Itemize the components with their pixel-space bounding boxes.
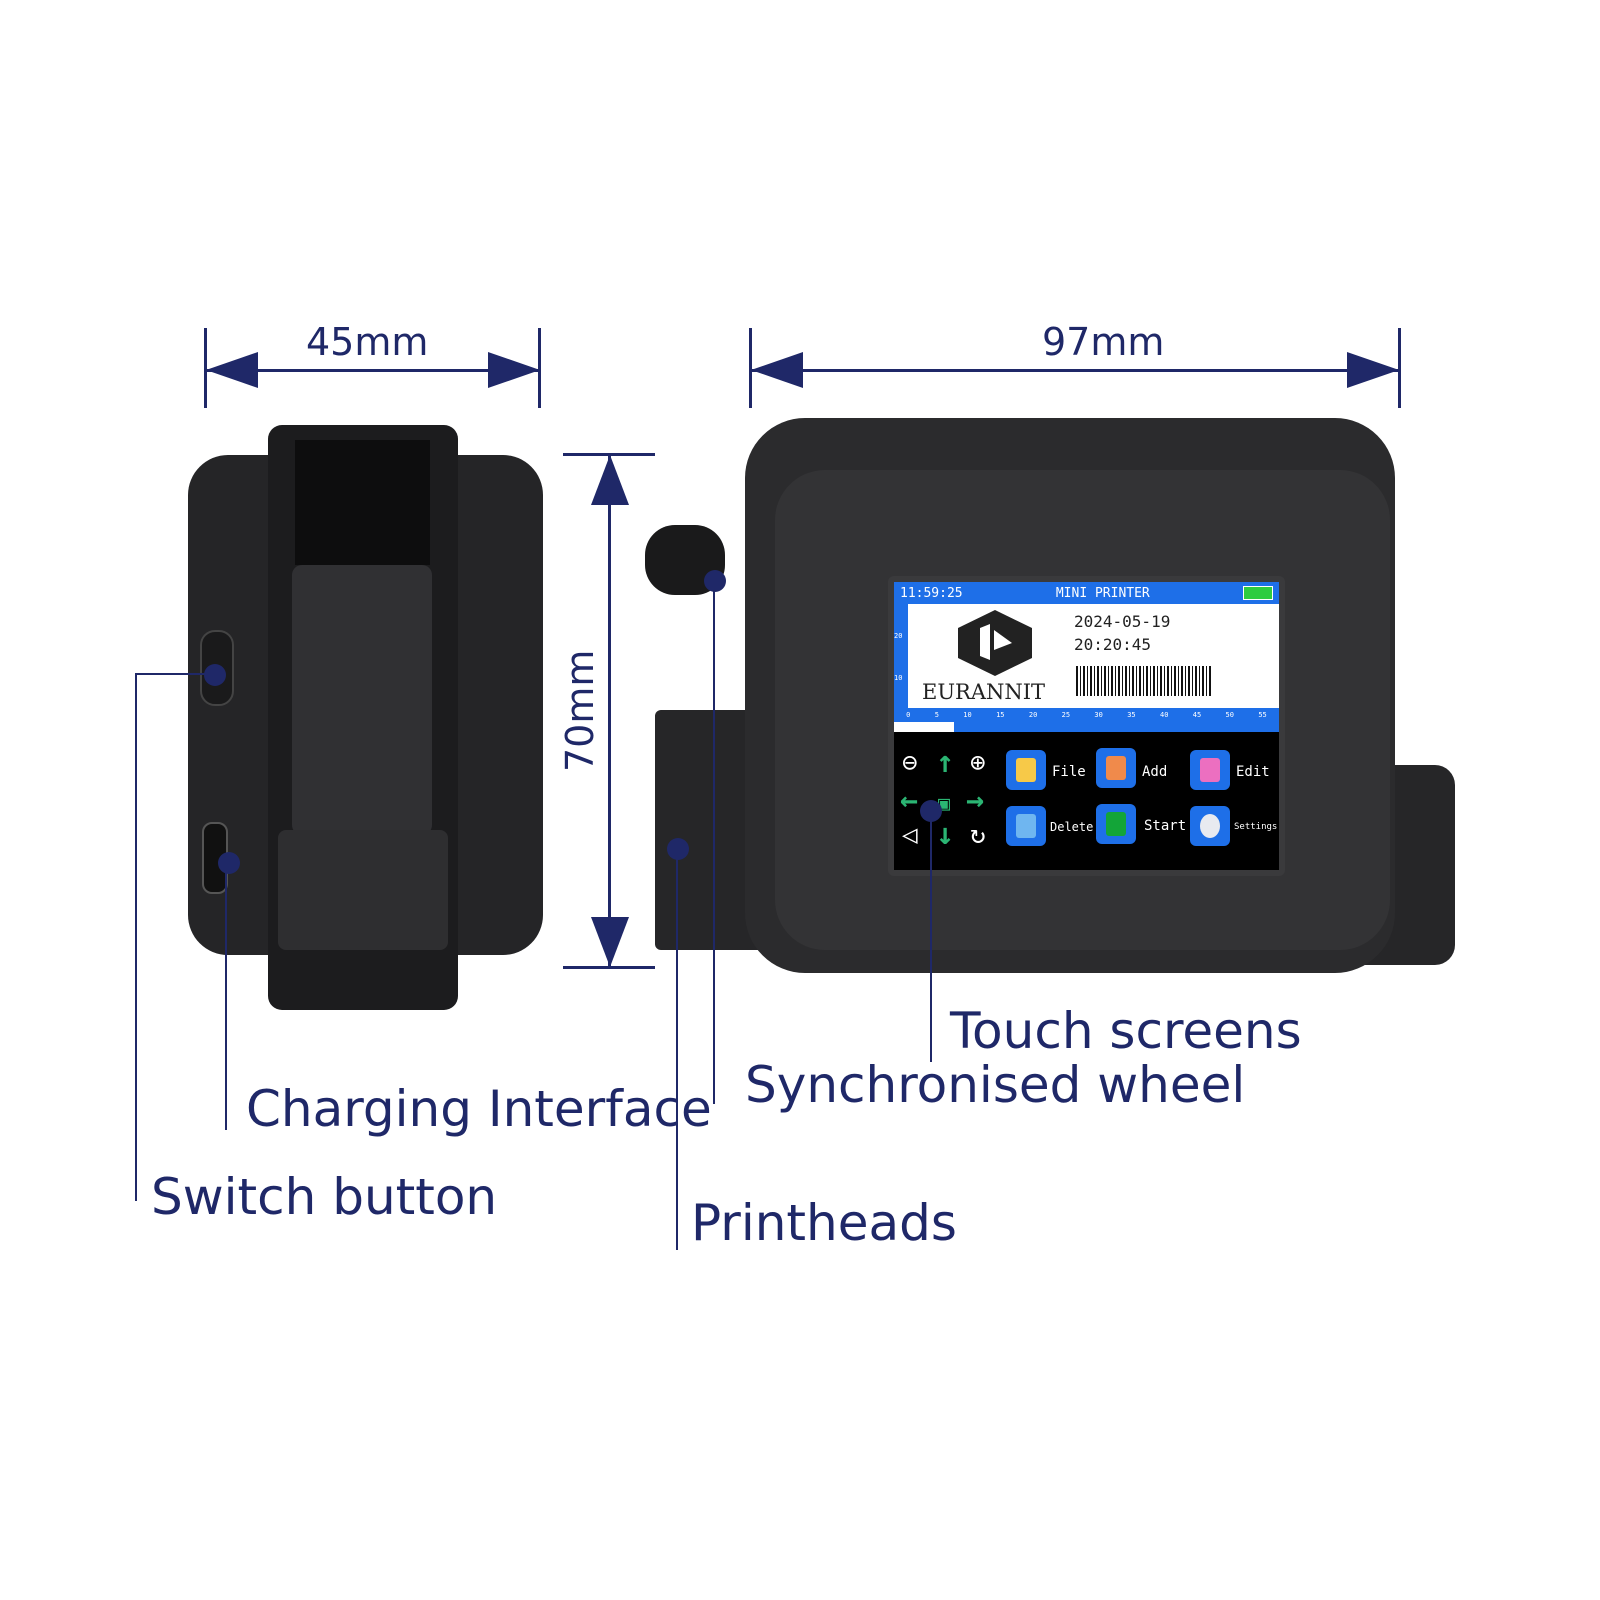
dim-arrowheads xyxy=(751,352,1399,388)
file-label: File xyxy=(1052,764,1086,780)
arrow-down-icon[interactable]: ↓ xyxy=(936,817,955,852)
ruler-tick: 10 xyxy=(894,674,903,682)
callout-printheads: Printheads xyxy=(691,1194,957,1252)
dim-tick-top xyxy=(563,453,655,456)
ruler-tick: 20 xyxy=(1028,711,1038,719)
horizontal-ruler: 0 5 10 15 20 25 30 35 40 45 50 55 xyxy=(894,708,1279,722)
edit-button[interactable] xyxy=(1190,750,1230,790)
dim-label-97: 97mm xyxy=(1042,320,1165,364)
ruler-tick: 40 xyxy=(1159,711,1169,719)
dim-arrowheads xyxy=(591,455,629,967)
dim-line xyxy=(608,455,611,967)
file-icon xyxy=(1016,758,1036,782)
callout-switch-button: Switch button xyxy=(151,1168,498,1226)
arrow-left-icon[interactable]: ← xyxy=(900,783,919,818)
ruler-tick: 25 xyxy=(1061,711,1071,719)
callout-synchronised-wheel: Synchronised wheel xyxy=(745,1056,1246,1114)
ruler-tick: 50 xyxy=(1225,711,1234,719)
printheads-dot xyxy=(667,838,689,860)
add-label: Add xyxy=(1142,764,1168,780)
print-date: 2024-05-19 xyxy=(1074,612,1171,631)
print-time: 20:20:45 xyxy=(1074,635,1152,654)
arrow-up-icon[interactable]: ↑ xyxy=(936,745,955,780)
wheel-leader-line xyxy=(713,580,715,1104)
battery-icon xyxy=(1242,586,1273,600)
logo-icon xyxy=(958,610,1032,676)
edit-icon xyxy=(1200,758,1220,782)
dim-tick-left xyxy=(204,328,207,408)
start-icon xyxy=(1106,812,1126,836)
add-icon xyxy=(1106,756,1126,780)
dim-line xyxy=(751,369,1399,372)
ruler-tick: 55 xyxy=(1258,711,1267,719)
switch-leader-line-h xyxy=(135,673,213,675)
touch-screen[interactable]: 11:59:25 MINI PRINTER 20 10 EURANNIT 202… xyxy=(888,576,1285,876)
printheads-leader-line xyxy=(676,848,678,1250)
trash-icon xyxy=(1016,814,1036,838)
delete-label: Delete xyxy=(1050,820,1094,834)
zoom-out-icon[interactable]: ⊖ xyxy=(902,748,918,778)
dim-tick-right xyxy=(1398,328,1401,408)
switch-dot xyxy=(204,664,226,686)
dim-label-45: 45mm xyxy=(306,320,429,364)
start-label: Start xyxy=(1144,818,1187,834)
add-button[interactable] xyxy=(1096,748,1136,788)
switch-leader-line xyxy=(135,673,137,1201)
send-icon[interactable]: ◁ xyxy=(902,820,918,850)
ruler-tick: 5 xyxy=(934,711,939,719)
file-button[interactable] xyxy=(1006,750,1046,790)
ruler-tick: 35 xyxy=(1127,711,1136,719)
status-bar: 11:59:25 MINI PRINTER xyxy=(894,582,1279,604)
charging-dot xyxy=(218,852,240,874)
settings-label: Settings xyxy=(1234,822,1278,832)
dim-label-70: 70mm xyxy=(558,649,602,772)
dim-line xyxy=(206,369,540,372)
ruler-tick: 15 xyxy=(996,711,1005,719)
ruler-tick: 45 xyxy=(1192,711,1202,719)
screen-title: MINI PRINTER xyxy=(1055,585,1150,601)
clock: 11:59:25 xyxy=(900,585,963,601)
rotate-icon[interactable]: ↻ xyxy=(970,820,986,850)
edit-label: Edit xyxy=(1236,764,1270,780)
callout-charging-interface: Charging Interface xyxy=(246,1080,712,1138)
callout-touch-screens: Touch screens xyxy=(950,1002,1302,1060)
ruler-tick: 30 xyxy=(1094,711,1103,719)
settings-button[interactable] xyxy=(1190,806,1230,846)
dim-tick-left xyxy=(749,328,752,408)
print-preview: EURANNIT 2024-05-19 20:20:45 xyxy=(908,604,1279,708)
dim-arrowheads xyxy=(206,352,540,388)
vertical-ruler: 20 10 xyxy=(894,604,908,708)
gear-icon xyxy=(1200,814,1220,838)
screen-dot xyxy=(920,800,942,822)
delete-button[interactable] xyxy=(1006,806,1046,846)
screen-leader-line xyxy=(930,810,932,1062)
ruler-tick: 10 xyxy=(963,711,972,719)
ruler-tick: 0 xyxy=(906,711,911,719)
scrollbar[interactable] xyxy=(894,722,1279,732)
charging-leader-line xyxy=(225,862,227,1130)
dim-tick-bottom xyxy=(563,966,655,969)
dim-tick-right xyxy=(538,328,541,408)
arrow-right-icon[interactable]: → xyxy=(966,783,985,818)
start-button[interactable] xyxy=(1096,804,1136,844)
ruler-tick: 20 xyxy=(894,632,903,640)
wheel-dot xyxy=(704,570,726,592)
zoom-in-icon[interactable]: ⊕ xyxy=(970,748,986,778)
logo-text: EURANNIT xyxy=(922,680,1046,704)
barcode xyxy=(1076,666,1211,696)
